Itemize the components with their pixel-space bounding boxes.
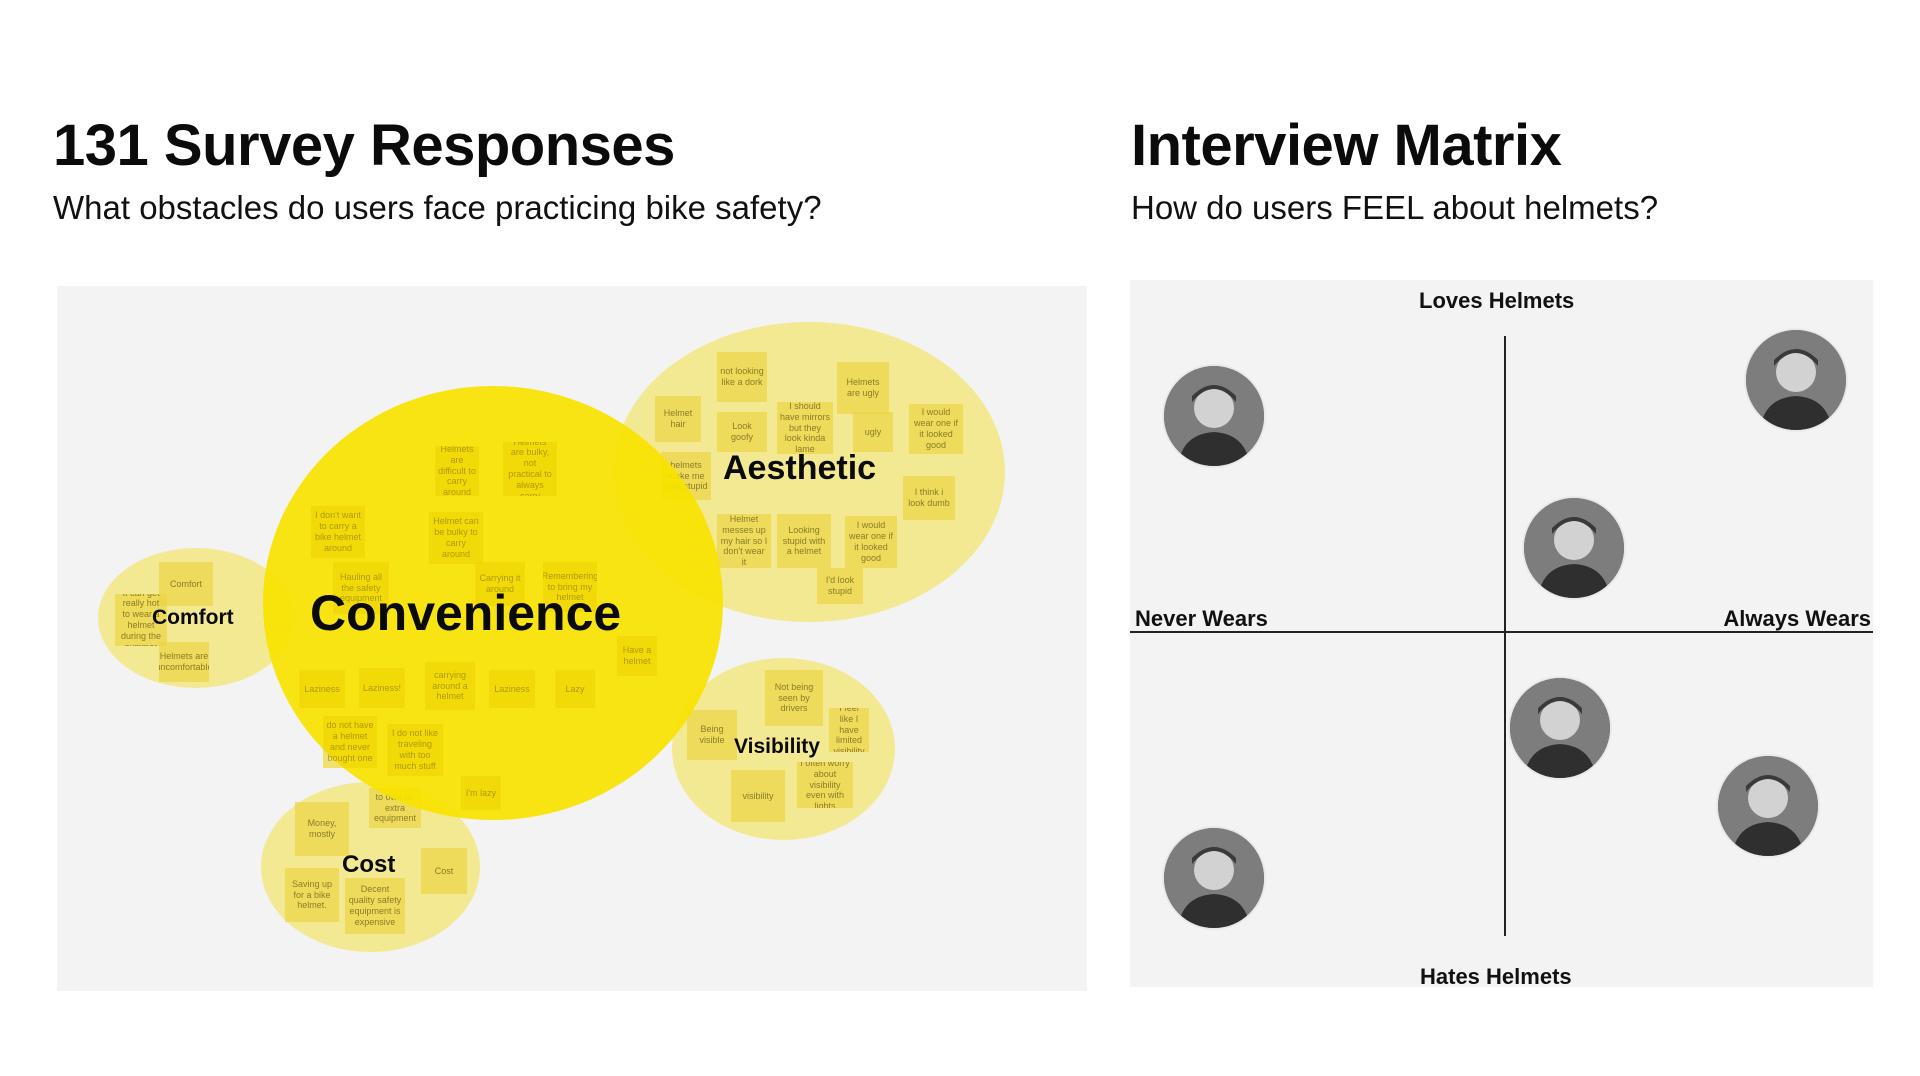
participant-avatar	[1745, 330, 1846, 430]
sticky-note: not looking like a dork	[717, 352, 767, 402]
sticky-note: Cost	[421, 848, 467, 894]
sticky-note: I'd look stupid	[817, 568, 863, 604]
cost-label: Cost	[342, 851, 396, 878]
sticky-note: Being visible	[687, 710, 737, 760]
participant-avatar	[1717, 756, 1818, 856]
participant-avatar	[1164, 828, 1265, 928]
visibility-label: Visibility	[734, 735, 820, 758]
axis-label-bottom: Hates Helmets	[1420, 964, 1572, 987]
survey-subtitle: What obstacles do users face practicing …	[53, 189, 822, 226]
sticky-note: Looking stupid with a helmet	[777, 514, 831, 568]
sticky-note: I should have mirrors but they look kind…	[777, 402, 833, 454]
sticky-note: It can get really hot to wear a helmet d…	[115, 594, 167, 646]
sticky-note: Helmet can be bulky to carry around	[429, 512, 483, 564]
matrix-subtitle: How do users FEEL about helmets?	[1131, 189, 1659, 226]
axis-label-top: Loves Helmets	[1419, 288, 1575, 313]
axis-label-left: Never Wears	[1135, 606, 1268, 631]
horizontal-axis	[1130, 631, 1873, 633]
sticky-note: Hauling all the safety equipment	[333, 562, 389, 614]
sticky-note: Comfort	[159, 562, 213, 606]
sticky-note: I feel like I have limited visibility	[829, 708, 869, 752]
sticky-note: I would wear one if it looked good	[909, 404, 963, 454]
participant-avatar	[1164, 366, 1265, 466]
sticky-note: do not have a helmet and never bought on…	[323, 716, 377, 768]
sticky-note: Carrying it around	[475, 562, 525, 606]
vertical-axis	[1504, 336, 1506, 936]
sticky-note: Helmets are uncomfortable	[159, 642, 209, 682]
sticky-note: Helmets are bulky, not practical to alwa…	[503, 442, 557, 496]
sticky-note: Helmet messes up my hair so I don't wear…	[717, 514, 771, 568]
interview-matrix-panel: Loves Helmets Hates Helmets Never Wears …	[1130, 280, 1873, 987]
sticky-note: Decent quality safety equipment is expen…	[345, 878, 405, 934]
participant-avatar	[1524, 498, 1625, 598]
sticky-note: Not being seen by drivers	[765, 670, 823, 726]
sticky-note: Helmet hair	[655, 396, 701, 442]
sticky-note: I often worry about visibility even with…	[797, 762, 853, 808]
sticky-note: visibility	[731, 770, 785, 822]
sticky-note: I think i look dumb	[903, 476, 955, 520]
axis-label-right: Always Wears	[1723, 606, 1871, 631]
sticky-note: carrying around a helmet	[425, 662, 475, 710]
comfort-label: Comfort	[152, 606, 234, 629]
sticky-note: Saving up for a bike helmet.	[285, 868, 339, 922]
sticky-note: Helmets are ugly	[837, 362, 889, 414]
sticky-note: Look goofy	[717, 412, 767, 452]
sticky-note: Laziness	[489, 670, 535, 708]
sticky-note: I do not like traveling with too much st…	[387, 724, 443, 776]
sticky-note: Laziness!	[359, 668, 405, 708]
convenience-label: Convenience	[310, 585, 622, 641]
aesthetic-label: Aesthetic	[723, 449, 877, 487]
sticky-note: I don't want to carry a bike helmet arou…	[311, 506, 365, 558]
matrix-title: Interview Matrix	[1131, 113, 1562, 178]
sticky-note: Remembering to bring my helmet	[543, 562, 597, 612]
affinity-cluster-panel: not looking like a dork Helmet hair Look…	[57, 286, 1087, 991]
sticky-note: ugly	[853, 412, 893, 452]
sticky-note: Helmets are difficult to carry around	[435, 446, 479, 496]
sticky-note: Have a helmet	[617, 636, 657, 676]
sticky-note: Lazy	[555, 670, 595, 708]
participant-avatar	[1510, 678, 1611, 778]
sticky-note: Money, mostly	[295, 802, 349, 856]
sticky-note: Laziness	[299, 670, 345, 708]
sticky-note: I'm lazy	[461, 776, 501, 810]
sticky-note: I would wear one if it looked good	[845, 516, 897, 568]
survey-title: 131 Survey Responses	[53, 113, 675, 178]
